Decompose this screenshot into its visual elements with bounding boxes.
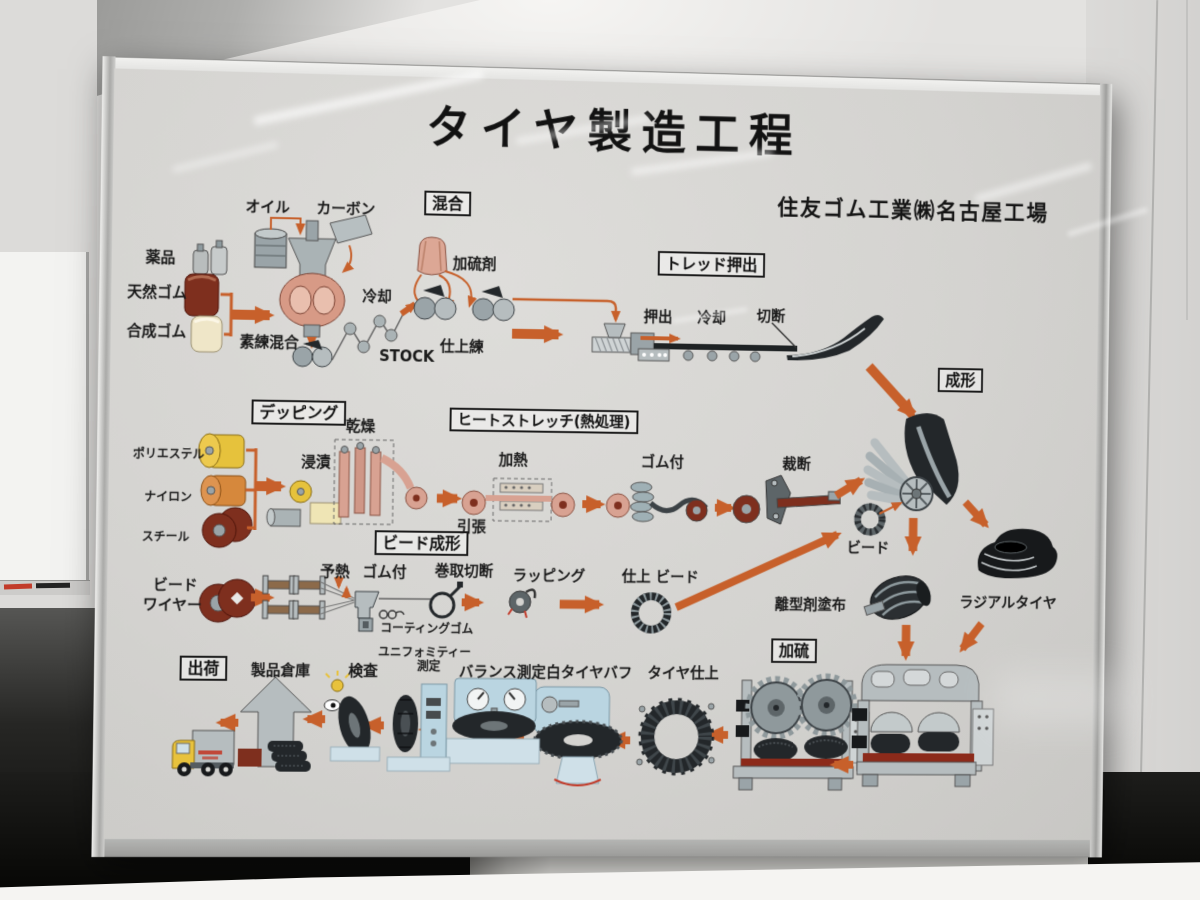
dipping-machine — [267, 439, 428, 528]
label-stock: STOCK — [379, 347, 435, 366]
bead-ring-icon — [857, 503, 900, 533]
label-tire-finish: タイヤ仕上 — [647, 663, 720, 683]
label-natural-rubber: 天然ゴム — [127, 282, 187, 302]
label-cooling-mix: 冷却 — [362, 287, 392, 306]
arrow — [836, 480, 861, 496]
inspection-icon — [324, 671, 381, 762]
label-rubber-coating-hs: ゴム付 — [640, 452, 685, 472]
process-box-tread-extrusion: トレッド押出 — [657, 250, 766, 278]
label-tension: 引張 — [456, 517, 487, 536]
label-vulcanizing-agent: 加硫剤 — [452, 254, 497, 274]
process-box-heat-stretch: ヒートストレッチ(熱処理) — [449, 407, 639, 435]
warehouse-icon — [238, 677, 312, 772]
label-steel: スチール — [141, 529, 190, 545]
process-diagram-illustrations — [91, 56, 1112, 856]
process-box-bead-forming: ビード成形 — [374, 530, 469, 557]
forming-machine — [867, 412, 959, 511]
truck-icon — [172, 730, 234, 777]
heat-stretch-machine — [462, 478, 575, 522]
synthetic-rubber-block — [191, 316, 222, 352]
cooling-zigzag — [332, 303, 415, 362]
arrow-to-forming — [868, 367, 913, 415]
side-whiteboard — [0, 252, 89, 592]
cut-tread-piece — [771, 313, 884, 362]
label-mastication-mix: 素練混合 — [239, 332, 299, 352]
wall-seam — [1186, 0, 1188, 320]
final-mix-rollers — [414, 284, 515, 321]
board-content: タイヤ製造工程 住友ゴム工業㈱名古屋工場 混合 トレッド押出 成形 デッピング … — [91, 56, 1112, 857]
wire-bobbins — [262, 576, 354, 620]
label-finished-bead: 仕上 ビード — [621, 567, 699, 586]
label-rubber-coating-bead: ゴム付 — [362, 562, 407, 582]
label-immersion: 浸漬 — [301, 452, 331, 472]
label-polyester: ポリエステル — [132, 446, 205, 462]
process-board: タイヤ製造工程 住友ゴム工業㈱名古屋工場 混合 トレッド押出 成形 デッピング … — [91, 56, 1112, 857]
label-preheat: 予熱 — [320, 562, 350, 581]
label-drying: 乾燥 — [345, 416, 376, 436]
vulcanizing-agent-bag — [414, 237, 472, 309]
label-bead: ビード — [846, 538, 890, 557]
label-radial-tire: ラジアルタイヤ — [959, 593, 1057, 612]
curing-press-domes — [851, 664, 994, 786]
finished-bead-ring — [635, 596, 668, 630]
label-coating-rubber: コーティングゴム — [380, 621, 474, 637]
arrow — [962, 623, 981, 648]
oil-drum-icon — [255, 217, 301, 268]
label-chemicals: 薬品 — [145, 248, 176, 267]
label-synthetic-rubber: 合成ゴム — [126, 321, 187, 341]
label-cooling-tread: 冷却 — [697, 308, 727, 327]
wind-cut-icon — [430, 581, 463, 617]
label-wind-cut: 巻取切断 — [434, 561, 494, 580]
red-marker — [3, 583, 33, 590]
label-uniformity-2: 測定 — [416, 659, 441, 674]
white-buff-machine — [533, 687, 622, 786]
label-white-buff: 白タイヤバフ — [546, 663, 633, 682]
uniformity-machine — [387, 684, 451, 771]
label-final-mix: 仕上練 — [439, 337, 484, 356]
label-oil: オイル — [245, 197, 291, 217]
label-wrapping: ラッピング — [512, 566, 586, 585]
label-nylon: ナイロン — [144, 489, 193, 505]
chemical-bottles-icon — [193, 240, 227, 275]
carbon-scoop-icon — [329, 214, 372, 271]
label-bead-wire-1: ビード — [152, 575, 198, 594]
label-uniformity-1: ユニフォミティー — [377, 645, 472, 660]
label-release-agent: 離型剤塗布 — [774, 595, 847, 614]
rubber-coating-unit — [606, 482, 707, 523]
bead-wire-spool — [199, 579, 256, 622]
balance-machine — [446, 678, 540, 763]
label-extrusion: 押出 — [643, 307, 673, 326]
tire-finish-icon — [636, 699, 715, 774]
mixer-machine — [279, 220, 346, 367]
route-to-extruder-arrows — [512, 299, 616, 335]
label-heating: 加熱 — [498, 450, 528, 469]
label-inspection: 検査 — [348, 661, 378, 680]
raw-material-bracket-arrow — [220, 292, 270, 337]
natural-rubber-block — [185, 274, 219, 317]
tread-extruder-machine — [592, 323, 797, 363]
curing-press-gears — [733, 676, 870, 790]
green-tire-icon — [859, 568, 935, 628]
process-box-mixing: 混合 — [424, 190, 472, 217]
fabric-rolls — [197, 434, 253, 548]
process-box-curing: 加硫 — [771, 638, 818, 664]
wrapping-icon — [508, 590, 535, 618]
process-box-dipping: デッピング — [251, 399, 347, 426]
radial-tire-icon — [977, 528, 1058, 579]
cutting-unit — [733, 475, 841, 525]
label-balance: バランス測定 — [458, 662, 547, 681]
black-marker — [35, 582, 71, 589]
label-warehouse: 製品倉庫 — [250, 661, 311, 680]
label-bead-wire-2: ワイヤー — [142, 595, 203, 614]
arrow — [965, 502, 986, 525]
label-cutting-hs: 裁断 — [782, 454, 811, 473]
company-name: 住友ゴム工業㈱名古屋工場 — [777, 195, 1050, 227]
label-carbon: カーボン — [316, 199, 376, 219]
label-cutting-tread: 切断 — [756, 306, 786, 325]
process-box-shipping: 出荷 — [179, 655, 228, 682]
process-box-forming: 成形 — [937, 367, 984, 393]
